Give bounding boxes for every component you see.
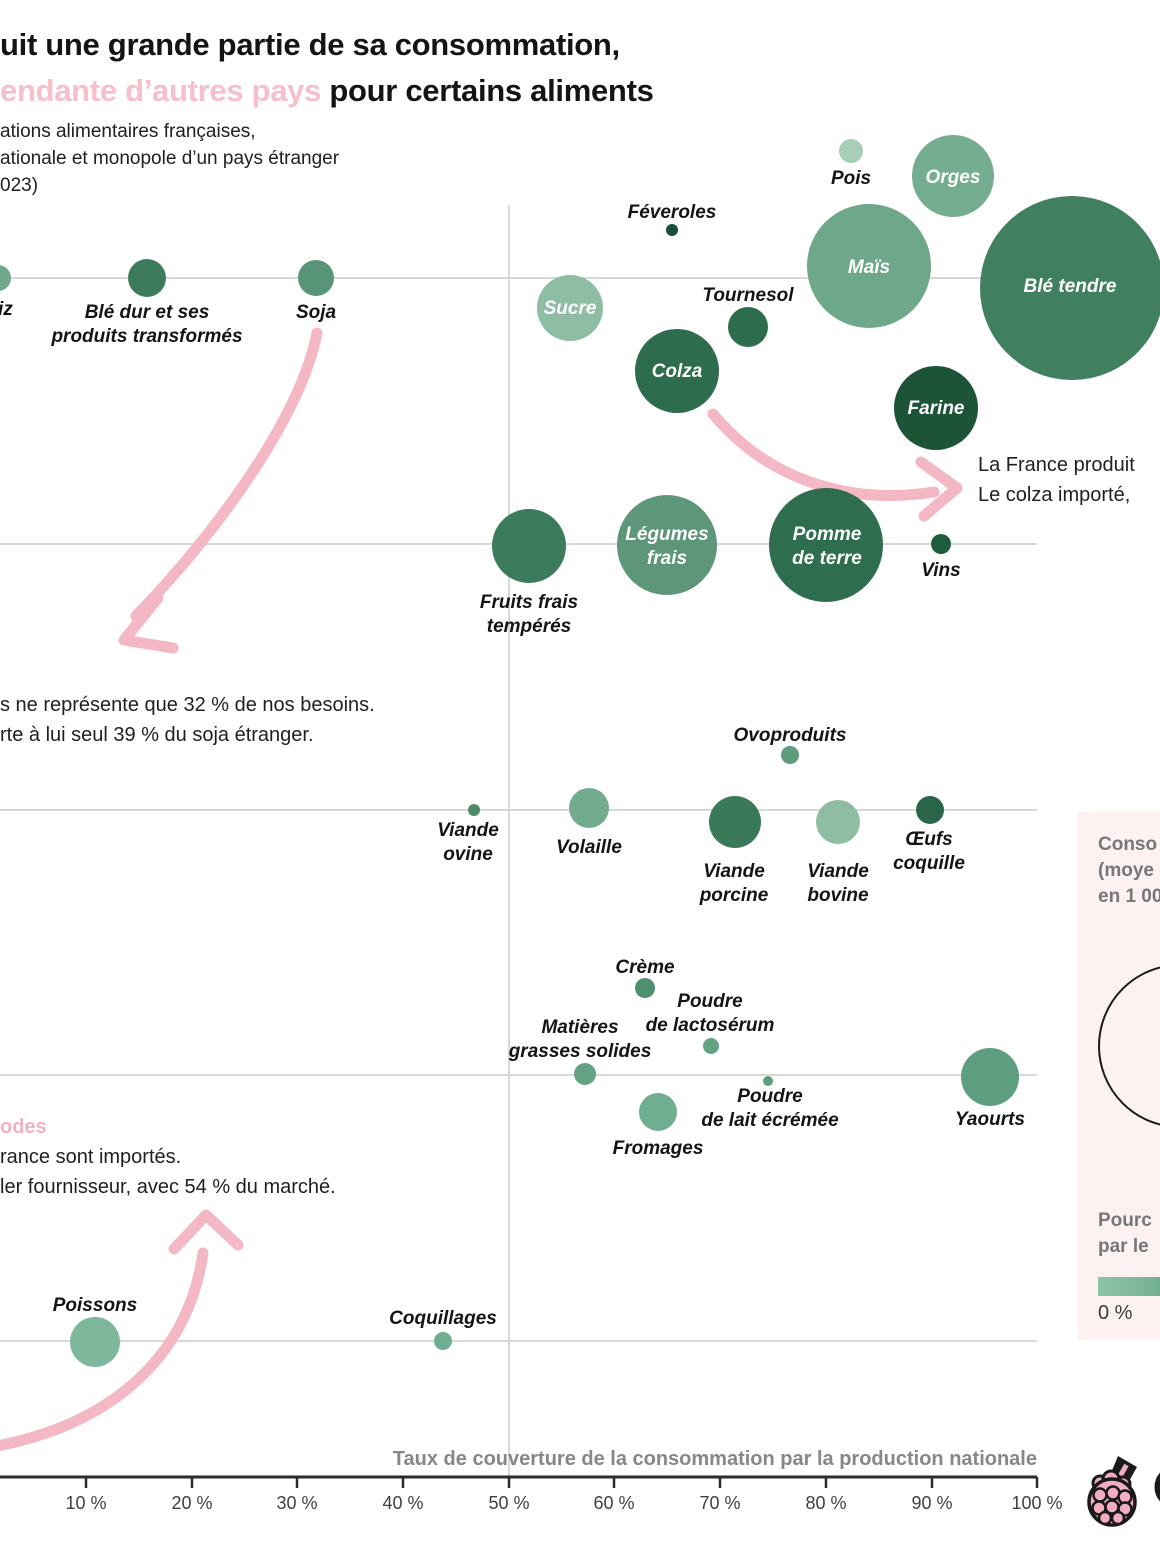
bubble-volaille [569, 788, 609, 828]
legend-size-title: Conso (moye en 1 00 [1098, 834, 1160, 907]
bubble-ble-dur [128, 259, 166, 297]
bubble-tournesol [728, 307, 768, 347]
x-axis-tick-label: 90 % [911, 1493, 952, 1513]
x-axis-tick-label: 60 % [593, 1493, 634, 1513]
grenade-logo-icon [1087, 1456, 1137, 1527]
legend-size-circle [1098, 964, 1160, 1128]
bubble-farine [894, 366, 978, 450]
bubble-label-yaourts: Yaourts [955, 1109, 1025, 1130]
bubble-label-volaille: Volaille [556, 837, 622, 858]
title-line-2: endante d’autres pays pour certains alim… [0, 73, 654, 108]
bubble-ble-tendre [980, 196, 1160, 380]
bubble-label-tournesol: Tournesol [702, 285, 794, 306]
bubble-fromages [639, 1093, 677, 1131]
chart-subtitle: ations alimentaires françaises, ationale… [0, 118, 339, 199]
bubble-label-colza: Colza [652, 361, 703, 382]
x-axis-tick-label: 20 % [171, 1493, 212, 1513]
subtitle-line: 023) [0, 175, 39, 196]
x-axis-title: Taux de couverture de la consommation pa… [393, 1448, 1037, 1470]
title-pink-fragment: endante d’autres pays [0, 73, 322, 108]
bubble-colza [635, 329, 719, 413]
colza-arrow-head [915, 456, 963, 522]
bubble-label-poissons: Poissons [53, 1295, 137, 1316]
x-axis-tick-label: 70 % [699, 1493, 740, 1513]
bubble-label-mais: Maïs [848, 257, 890, 278]
bubble-viande-porcine [709, 796, 761, 848]
bubble-matieres-grasses [574, 1063, 596, 1085]
bubble-creme [635, 978, 655, 998]
legend-zero-label: 0 % [1098, 1302, 1133, 1324]
title-line-1: uit une grande partie de sa consommation… [0, 27, 620, 62]
legend-percent-title: Pourc par le [1098, 1210, 1152, 1257]
bubble-label-riz: iz [0, 299, 13, 320]
legend-gradient-bar [1098, 1277, 1160, 1296]
bubble-label-pois: Pois [831, 168, 871, 189]
bubble-sucre [537, 275, 603, 341]
bubble-oeufs-coquille [916, 796, 944, 824]
bubble-pois [839, 139, 863, 163]
annotation-soja: s ne représente que 32 % de nos besoins.… [0, 694, 375, 746]
bubble-poudre-lactoserum [703, 1038, 719, 1054]
subtitle-line: ations alimentaires françaises, [0, 121, 256, 142]
x-axis-tick-label: 30 % [276, 1493, 317, 1513]
bubble-viande-bovine [816, 800, 860, 844]
bubble-label-sucre: Sucre [544, 298, 597, 319]
bubble-fruits-frais [492, 509, 566, 583]
x-axis-tick-label: 80 % [805, 1493, 846, 1513]
x-axis-tick-label: 40 % [382, 1493, 423, 1513]
bubble-soja [298, 260, 334, 296]
bubble-label-ovoproduits: Ovoproduits [734, 725, 847, 746]
bubble-feveroles [666, 224, 678, 236]
bubble-label-farine: Farine [907, 398, 964, 419]
subtitle-line: ationale et monopole d’un pays étranger [0, 148, 340, 169]
bubble-pomme-de-terre [769, 488, 883, 602]
annotation-seafood-heading: odes [0, 1116, 47, 1138]
bubble-mais [807, 204, 931, 328]
bubble-poudre-lait-ecreme [763, 1076, 773, 1086]
bubble-label-creme: Crème [615, 957, 675, 978]
bubble-orges [912, 135, 994, 217]
bubble-label-fromages: Fromages [613, 1138, 704, 1159]
bubble-poissons [70, 1317, 120, 1367]
bubble-ovoproduits [781, 746, 799, 764]
bubble-viande-ovine [468, 804, 480, 816]
partial-wordmark-letter [1154, 1472, 1160, 1502]
x-axis-tick-label: 50 % [488, 1493, 529, 1513]
bubble-riz [0, 265, 11, 291]
annotation-colza: La France produit Le colza importé, [978, 454, 1135, 506]
soja-arrow-shaft [130, 327, 323, 622]
x-axis-tick-label: 10 % [65, 1493, 106, 1513]
page-title: uit une grande partie de sa consommation… [0, 22, 654, 114]
x-axis-tick-label: 100 % [1011, 1493, 1062, 1513]
poissons-arrow-head [168, 1209, 244, 1255]
bubble-vins [931, 534, 951, 554]
bubble-label-coquillages: Coquillages [389, 1308, 497, 1329]
bubble-label-soja: Soja [296, 302, 337, 323]
poissons-arrow-shaft [0, 1247, 209, 1451]
colza-arrow-shaft [707, 408, 940, 501]
annotation-seafood: odes rance sont importés. ler fournisseu… [0, 1112, 336, 1202]
bubble-label-feveroles: Féveroles [628, 202, 717, 223]
legend-panel: Conso (moye en 1 00 Pourc par le 0 % [1078, 812, 1160, 1340]
bubble-yaourts [961, 1048, 1019, 1106]
bubble-legumes-frais [617, 495, 717, 595]
bubble-coquillages [434, 1332, 452, 1350]
soja-arrow-head [118, 592, 179, 654]
bubble-label-orges: Orges [926, 167, 981, 188]
bubble-label-vins: Vins [921, 560, 960, 581]
bubble-label-ble-tendre: Blé tendre [1024, 276, 1117, 297]
